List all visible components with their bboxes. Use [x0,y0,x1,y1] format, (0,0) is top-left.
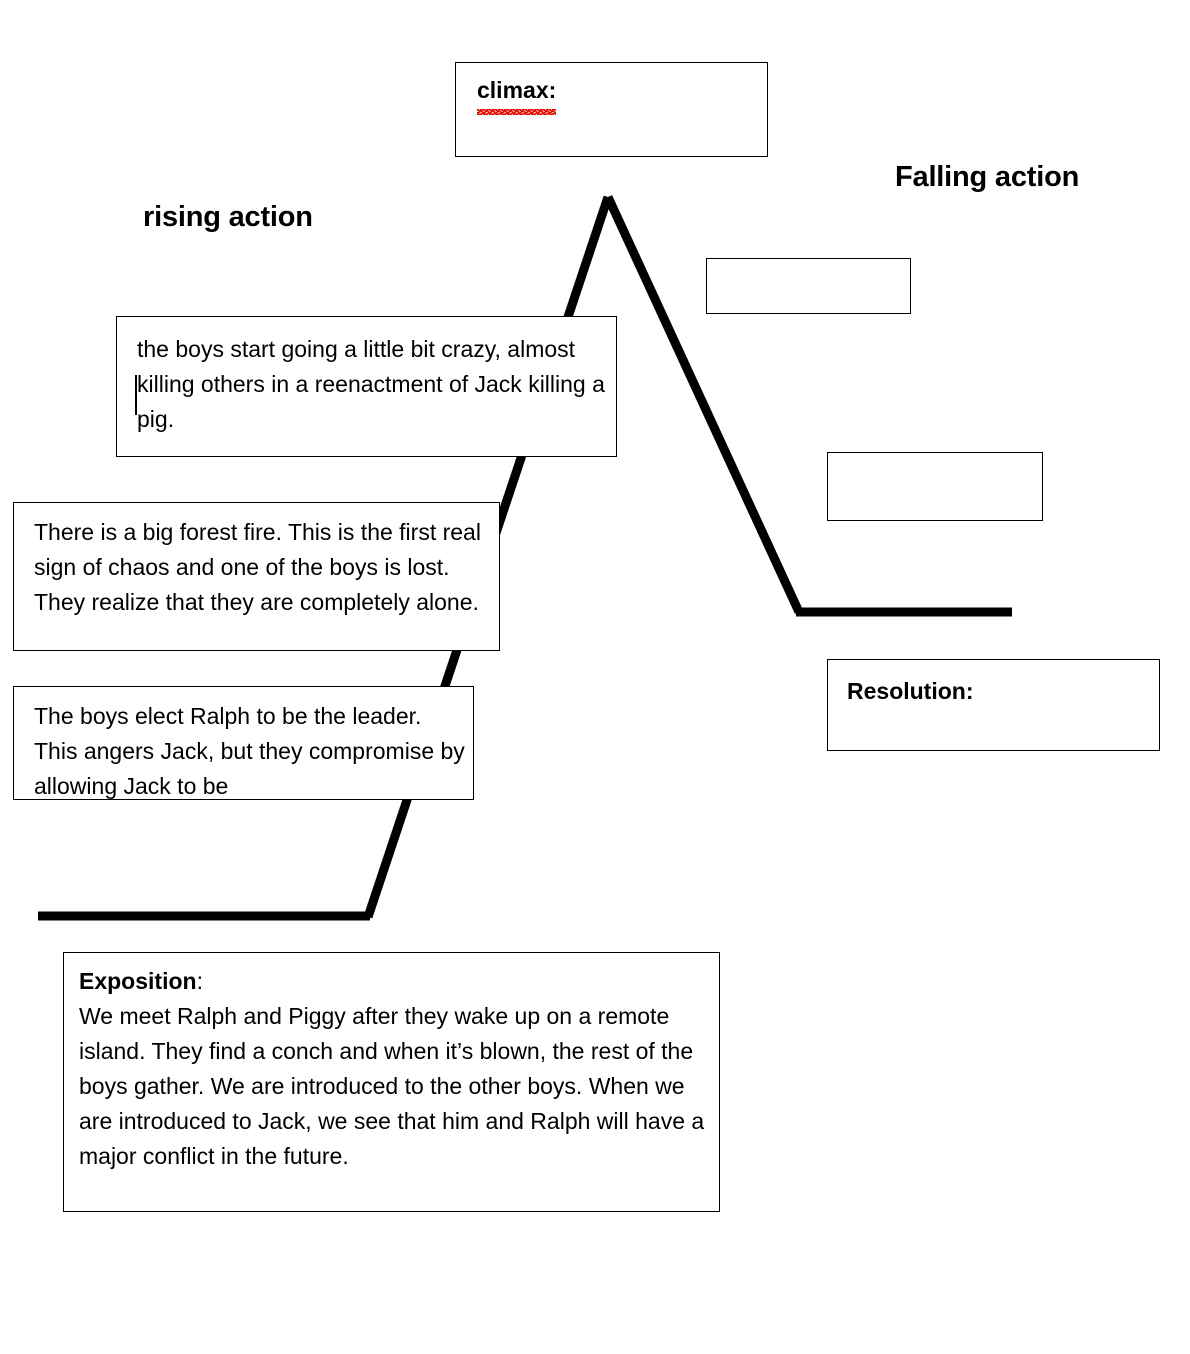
exposition-body: We meet Ralph and Piggy after they wake … [79,1002,705,1169]
rising-action-textbox-3[interactable]: the boys start going a little bit crazy,… [116,316,617,457]
exposition-heading-row: Exposition: [79,964,707,999]
climax-textbox[interactable]: climax: [455,62,768,157]
resolution-heading: Resolution: [847,678,974,704]
falling-action-textbox-1[interactable] [706,258,911,314]
exposition-heading: Exposition [79,968,197,994]
rising-action-textbox-1[interactable]: The boys elect Ralph to be the leader. T… [13,686,474,800]
exposition-heading-suffix: : [196,968,203,994]
falling-action-textbox-2[interactable] [827,452,1043,521]
rising-action-textbox-2[interactable]: There is a big forest fire. This is the … [13,502,500,651]
text-caret [135,375,137,415]
falling-action-label: Falling action [895,161,1080,193]
rising-action-textbox-2-body: There is a big forest fire. This is the … [34,519,481,615]
climax-heading: climax: [477,73,557,115]
resolution-textbox[interactable]: Resolution: [827,659,1160,751]
exposition-textbox[interactable]: Exposition: We meet Ralph and Piggy afte… [63,952,720,1212]
rising-action-textbox-1-body: The boys elect Ralph to be the leader. T… [34,703,465,799]
rising-action-textbox-3-body: the boys start going a little bit crazy,… [137,336,605,432]
rising-action-label: rising action [143,201,313,233]
